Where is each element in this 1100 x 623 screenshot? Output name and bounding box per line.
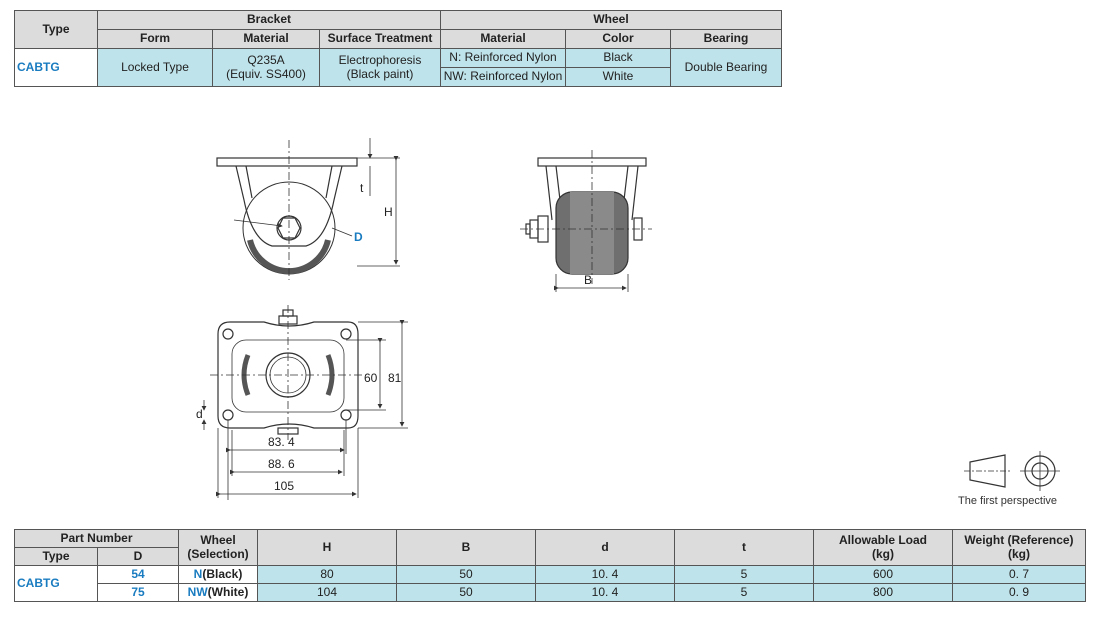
- d-value: 75: [97, 583, 179, 602]
- t-value: 5: [674, 565, 814, 584]
- dim-b-label: B: [584, 273, 592, 287]
- bearing-value: Double Bearing: [670, 48, 782, 87]
- front-view: [216, 138, 400, 280]
- surface-value: Electrophoresis (Black paint): [319, 48, 441, 87]
- wheel-code: NW: [187, 584, 208, 599]
- wheel-color-black: Black: [565, 48, 671, 68]
- wheel-color: (Black): [202, 566, 243, 581]
- first-angle-projection-icon: [964, 451, 1060, 491]
- weight-header-line2: (kg): [1008, 546, 1030, 561]
- load-header-line2: (kg): [872, 546, 894, 561]
- surface-value-line1: Electrophoresis: [338, 53, 422, 68]
- side-view: [520, 150, 652, 292]
- type-value: CABTG: [14, 565, 98, 602]
- material-value-line1: Q235A: [247, 53, 285, 68]
- wheel-color: (White): [207, 584, 249, 599]
- dim-small-d-label: d: [196, 407, 203, 421]
- wheel-selection-value: NW(White): [178, 583, 258, 602]
- surface-header: Surface Treatment: [319, 29, 441, 49]
- wheel-material-header: Material: [440, 29, 566, 49]
- material-value-line2: (Equiv. SS400): [226, 66, 306, 81]
- form-value: Locked Type: [97, 48, 213, 87]
- weight-value: 0. 9: [952, 583, 1086, 602]
- wheel-material-nw: NW: Reinforced Nylon: [440, 67, 566, 87]
- wheel-color-white: White: [565, 67, 671, 87]
- surface-value-line2: (Black paint): [346, 66, 414, 81]
- wheel-material-n: N: Reinforced Nylon: [440, 48, 566, 68]
- weight-header: Weight (Reference) (kg): [952, 529, 1086, 566]
- material-value: Q235A (Equiv. SS400): [212, 48, 320, 87]
- load-header-line1: Allowable Load: [838, 533, 927, 548]
- wheel-selection-header-line1: Wheel: [200, 533, 236, 548]
- dim-81-label: 81: [388, 371, 402, 385]
- dim-88-6-label: 88. 6: [268, 457, 295, 471]
- load-header: Allowable Load (kg): [813, 529, 953, 566]
- dim-105-label: 105: [274, 479, 294, 493]
- b-header: B: [396, 529, 536, 566]
- d-col-header: D: [97, 547, 179, 566]
- wheel-selection-value: N(Black): [178, 565, 258, 584]
- weight-value: 0. 7: [952, 565, 1086, 584]
- top-view: [201, 305, 408, 500]
- load-value: 800: [813, 583, 953, 602]
- type-col-header: Type: [14, 547, 98, 566]
- h-header: H: [257, 529, 397, 566]
- t-value: 5: [674, 583, 814, 602]
- b-value: 50: [396, 583, 536, 602]
- spec-table: Type Bracket Wheel Form Material Surface…: [14, 10, 782, 87]
- dim-60-label: 60: [364, 371, 378, 385]
- data-table: Part Number Wheel (Selection) H B d t Al…: [14, 529, 1086, 602]
- table-row: CABTG 54 N(Black) 80 50 10. 4 5 600 0. 7: [14, 565, 1086, 602]
- perspective-label: The first perspective: [958, 495, 1058, 507]
- d-small-value: 10. 4: [535, 583, 675, 602]
- bracket-header: Bracket: [97, 10, 441, 30]
- type-header: Type: [14, 10, 98, 49]
- wheel-header: Wheel: [440, 10, 782, 30]
- t-header: t: [674, 529, 814, 566]
- part-number-header: Part Number: [14, 529, 179, 548]
- dim-83-4-label: 83. 4: [268, 435, 295, 449]
- h-value: 80: [257, 565, 397, 584]
- load-value: 600: [813, 565, 953, 584]
- bearing-header: Bearing: [670, 29, 782, 49]
- d-small-value: 10. 4: [535, 565, 675, 584]
- dim-t-label: t: [360, 181, 364, 195]
- wheel-selection-header: Wheel (Selection): [178, 529, 258, 566]
- wheel-code: N: [193, 566, 203, 581]
- d-small-header: d: [535, 529, 675, 566]
- table-row: 75 NW(White) 104 50 10. 4 5 800 0. 9: [15, 583, 1086, 602]
- weight-header-line1: Weight (Reference): [964, 533, 1074, 548]
- b-value: 50: [396, 565, 536, 584]
- dim-d-label: D: [354, 230, 363, 244]
- wheel-selection-header-line2: (Selection): [187, 546, 249, 561]
- d-value: 54: [97, 565, 179, 584]
- dim-h-label: H: [384, 205, 393, 219]
- h-value: 104: [257, 583, 397, 602]
